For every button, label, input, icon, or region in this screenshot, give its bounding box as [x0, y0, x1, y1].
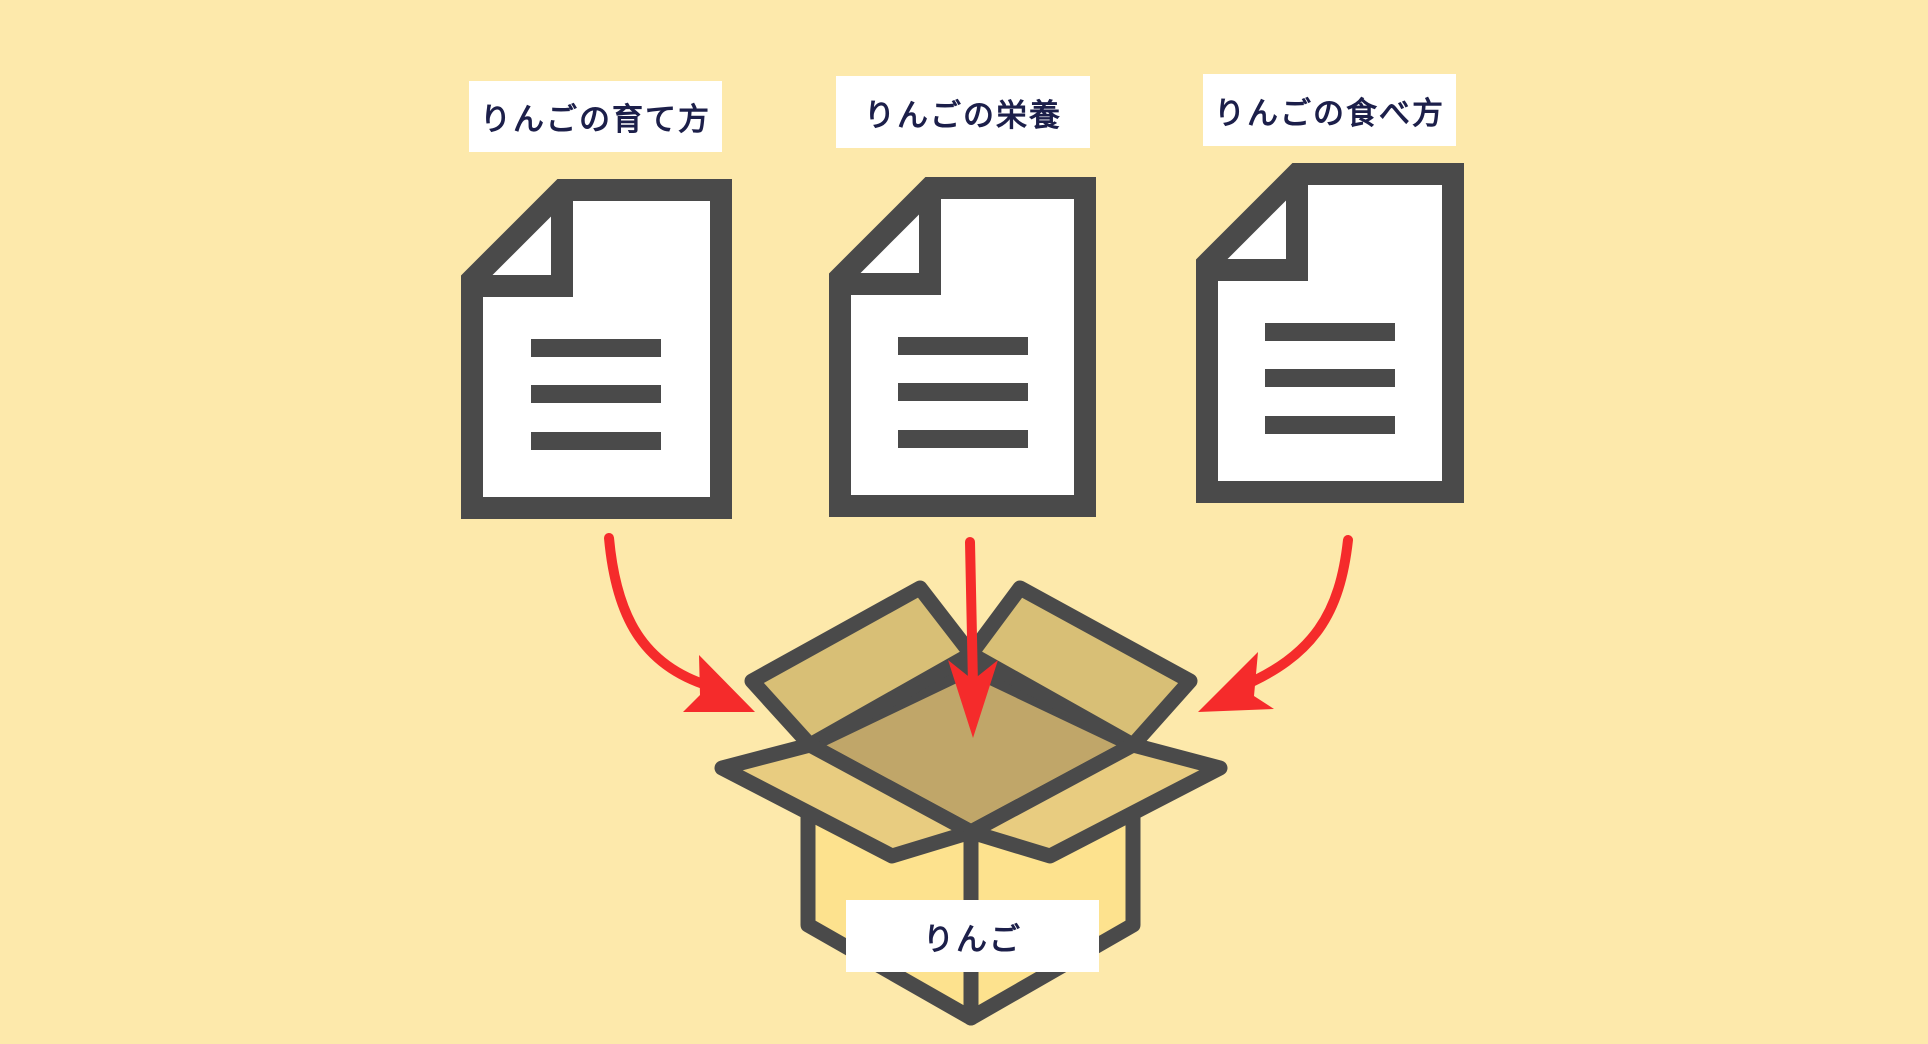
curved-arrow-icon: [604, 533, 755, 712]
document-label-text: りんごの育て方: [480, 102, 711, 138]
document-label-growing: りんごの育て方: [469, 81, 722, 152]
document-label-eating: りんごの食べ方: [1203, 74, 1456, 146]
box-label-text: りんご: [923, 921, 1022, 958]
document-icon: [1196, 163, 1464, 503]
document-label-text: りんごの食べ方: [1214, 95, 1445, 132]
document-icon: [461, 179, 732, 519]
document-icon: [829, 177, 1096, 517]
curved-arrow-icon: [948, 537, 998, 738]
document-label-nutrition: りんごの栄養: [836, 76, 1090, 148]
curved-arrow-icon: [1198, 535, 1353, 712]
document-label-text: りんごの栄養: [864, 97, 1062, 134]
box-label: りんご: [846, 900, 1099, 972]
